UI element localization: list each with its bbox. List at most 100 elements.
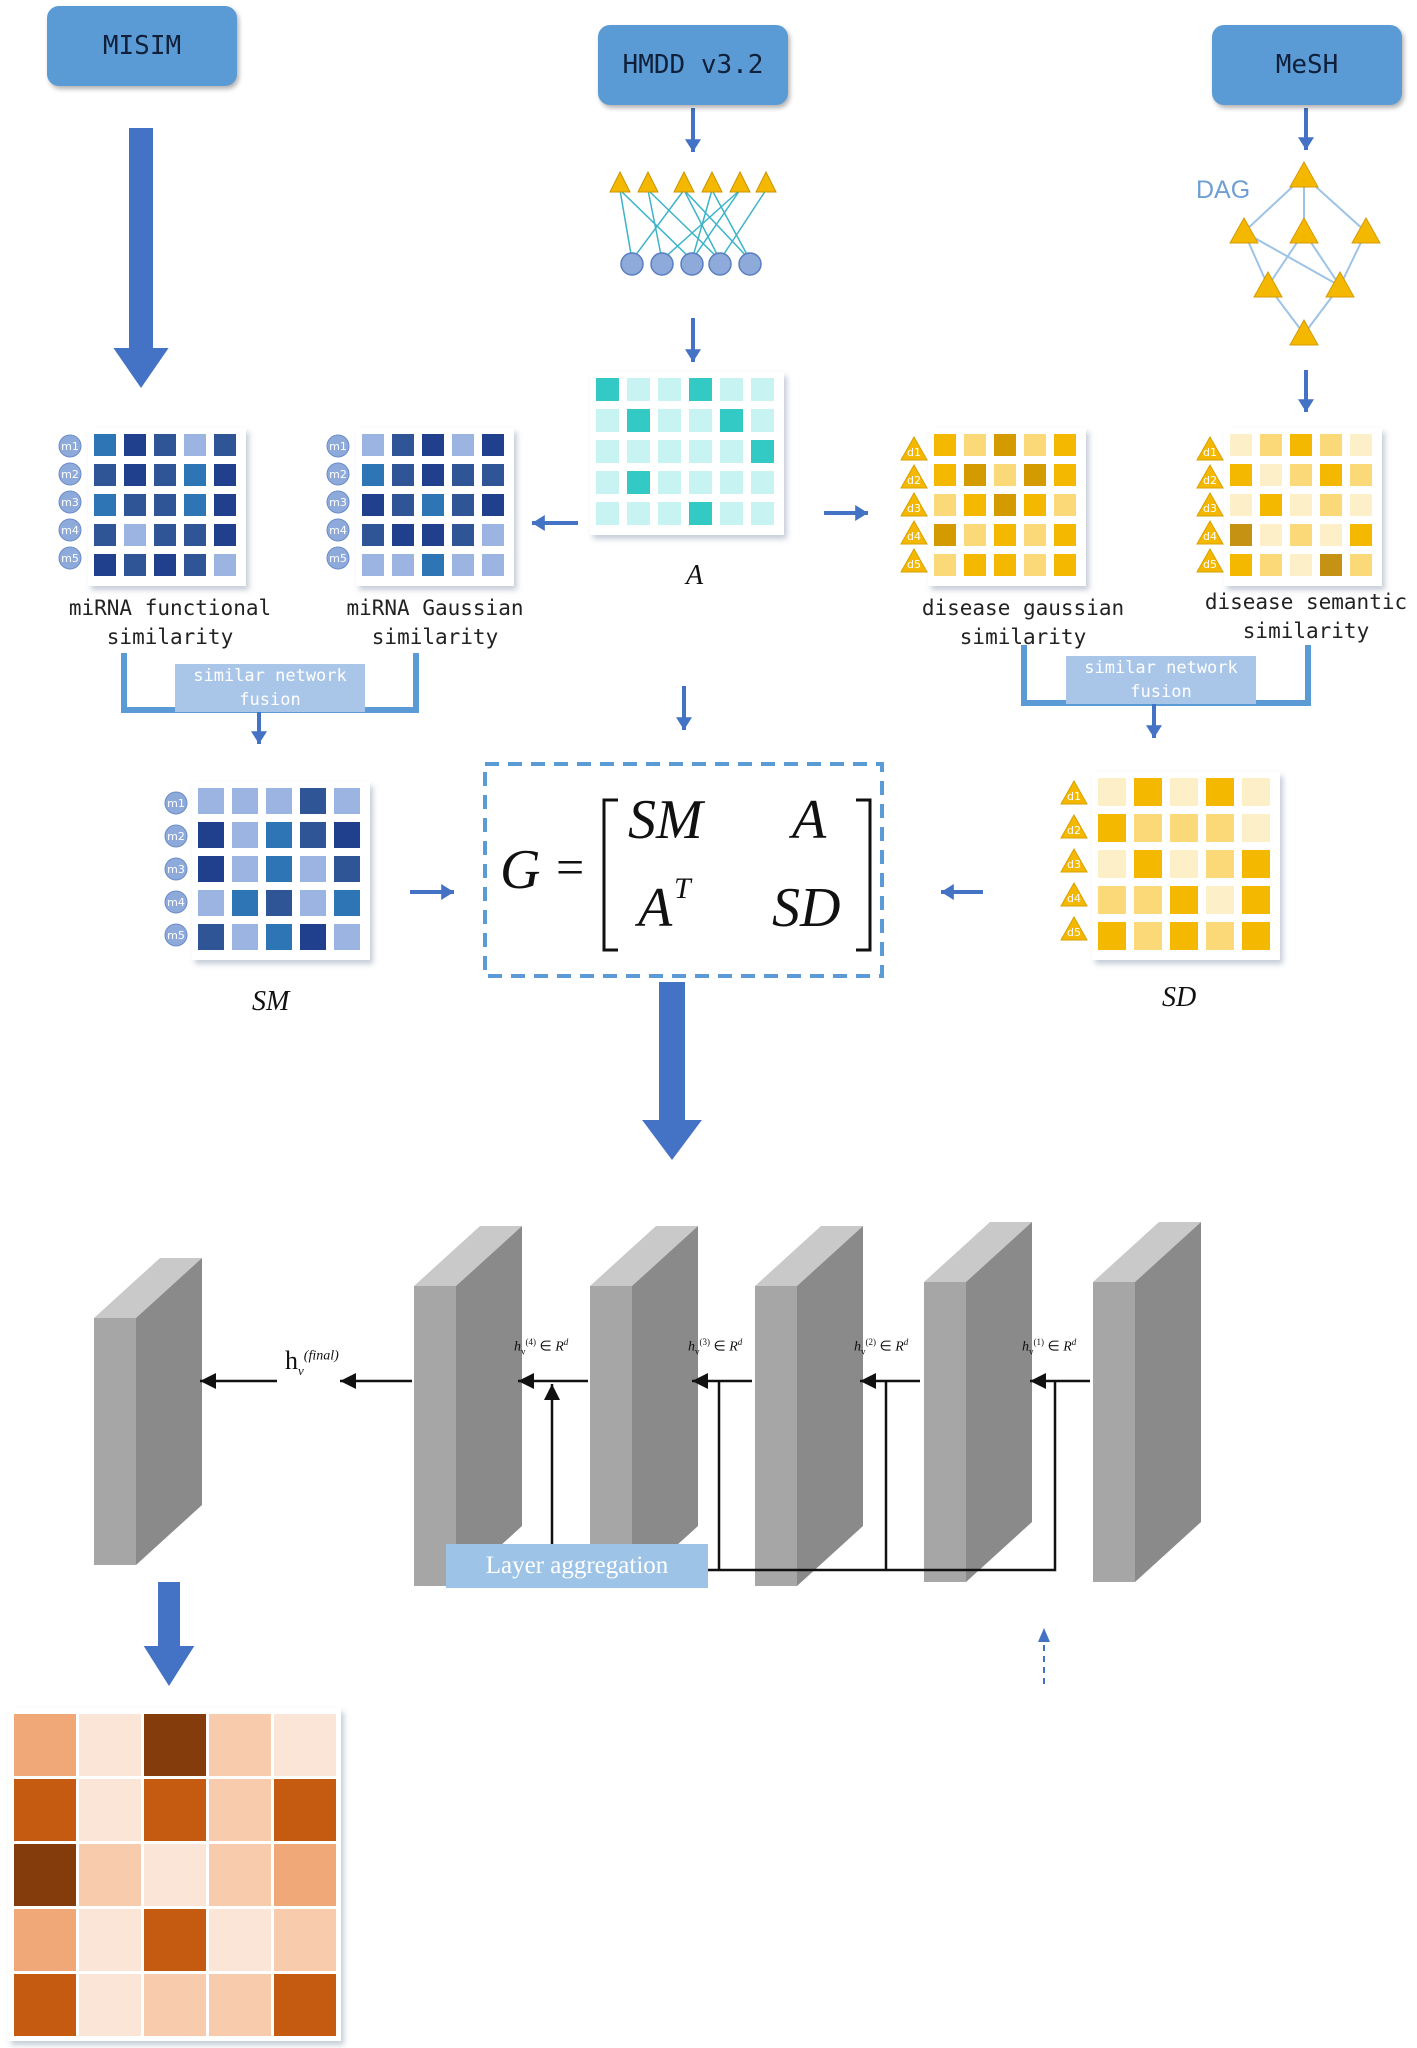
layer-3-sup: (3): [699, 1337, 711, 1347]
mirna-functional-row-label-text: m2: [61, 468, 79, 481]
mirna-functional-row-label-circle: [58, 546, 82, 570]
sd-matrix-cell: [1098, 814, 1126, 842]
mirna-functional-label-line1: miRNA functional: [68, 596, 272, 620]
mirna-functional-matrix-cell: [154, 554, 176, 576]
mirna-gaussian-row-label-circle: [326, 518, 350, 542]
mirna-gaussian-matrix-cell: [452, 524, 474, 546]
disease-semantic-matrix-cell: [1350, 494, 1372, 516]
sm-row-label-text: m2: [167, 830, 185, 843]
dag-down-arrow-head: [1298, 399, 1314, 412]
result-matrix-cell: [14, 1714, 76, 1776]
sm-matrix-cell: [266, 890, 292, 916]
bipartite-edge: [711, 189, 751, 261]
layer-2-sup: (2): [865, 1337, 877, 1347]
dashed-arrow-head: [1038, 1628, 1050, 1642]
disease-semantic-row-label-text: d4: [1203, 530, 1217, 543]
disease-semantic-matrix-cell: [1350, 434, 1372, 456]
layer-1-label: hv(1) ∈ Rd: [1022, 1337, 1077, 1357]
association-matrix-cell: [689, 502, 712, 525]
disease-gaussian-label: disease gaussian similarity: [918, 594, 1128, 652]
mirna-functional-matrix-cell: [154, 494, 176, 516]
mirna-functional-row-label-text: m1: [61, 440, 79, 453]
sm-matrix-cell: [300, 856, 326, 882]
mirna-gaussian-row-label-text: m5: [329, 552, 347, 565]
a-to-disease-arrow-head: [855, 505, 868, 521]
sd-matrix-cell: [1098, 850, 1126, 878]
center-big-arrow-head: [642, 1120, 702, 1160]
mirna-gaussian-matrix-cell: [482, 524, 504, 546]
disease-gaussian-matrix-cell: [994, 434, 1016, 456]
disease-semantic-matrix-cell: [1260, 494, 1282, 516]
dag-edge: [1243, 231, 1341, 287]
disease-semantic-matrix-cell: [1350, 464, 1372, 486]
disease-semantic-row-label-text: d3: [1203, 502, 1217, 515]
sd-matrix-cell: [1206, 850, 1234, 878]
disease-gaussian-label-line2: similarity: [959, 625, 1087, 649]
association-matrix-cell: [751, 440, 774, 463]
mirna-gaussian-matrix-cell: [362, 464, 384, 486]
arrow-layer2-head: [860, 1373, 876, 1389]
association-matrix-cell: [751, 378, 774, 401]
disease-semantic-matrix-cell: [1260, 464, 1282, 486]
mirna-functional-matrix-cell: [184, 494, 206, 516]
result-matrix-cell: [274, 1844, 336, 1906]
sd-row-label-text: d1: [1067, 790, 1081, 803]
disease-semantic-matrix-cell: [1230, 464, 1252, 486]
sd-matrix-cell: [1134, 886, 1162, 914]
mirna-gaussian-row-label-circle: [326, 434, 350, 458]
mirna-gaussian-matrix-cell: [392, 524, 414, 546]
bipartite-mirna-node: [650, 252, 674, 276]
layer-4-label: hv(4) ∈ Rd: [514, 1337, 569, 1357]
bipartite-edge: [647, 189, 721, 261]
association-matrix-cell: [627, 440, 650, 463]
sd-row-label-triangle: [1060, 813, 1088, 839]
equation-lhs: G: [500, 839, 541, 901]
result-matrix-cell: [144, 1714, 206, 1776]
result-big-arrow: [143, 1582, 195, 1686]
layer-aggregation-box: Layer aggregation: [446, 1544, 708, 1588]
result-big-arrow-shaft: [158, 1582, 180, 1646]
disease-semantic-matrix-cell: [1230, 554, 1252, 576]
sd-matrix-cell: [1242, 778, 1270, 806]
disease-semantic-matrix-cell: [1260, 524, 1282, 546]
disease-semantic-row-label-triangle: [1196, 547, 1224, 573]
input-layer-slab-top: [1093, 1222, 1201, 1282]
layer-slab-3: [590, 1226, 698, 1586]
disease-gaussian-row-label-text: d2: [907, 474, 921, 487]
mirna-gaussian-matrix-cell: [422, 554, 444, 576]
mirna-functional-matrix-cell: [214, 524, 236, 546]
arrow-layer1-head: [1030, 1373, 1046, 1389]
misim-big-arrow: [113, 128, 169, 388]
input-layer-slab-front: [1093, 1282, 1135, 1582]
mirna-gaussian-matrix-cell: [392, 464, 414, 486]
sm-matrix-cell: [232, 924, 258, 950]
input-layer-slab: [1093, 1222, 1201, 1582]
sm-matrix-cell: [232, 788, 258, 814]
disease-gaussian-row-label-text: d3: [907, 502, 921, 515]
mirna-functional-matrix-cell: [94, 434, 116, 456]
mirna-functional-matrix-cell: [94, 554, 116, 576]
disease-gaussian-matrix-cell: [1024, 464, 1046, 486]
disease-gaussian-row-label-triangle: [900, 491, 928, 517]
mirna-gaussian-label: miRNA Gaussian similarity: [335, 594, 535, 652]
sd-matrix-cell: [1242, 814, 1270, 842]
disease-gaussian-matrix-cell: [934, 494, 956, 516]
misim-source-box: MISIM: [47, 6, 237, 86]
equation-equals: =: [556, 839, 585, 895]
output-layer-slab-side: [136, 1258, 202, 1565]
layer-2-h: h: [854, 1339, 861, 1355]
disease-gaussian-matrix-cell: [934, 434, 956, 456]
equation-right-bracket: [856, 798, 872, 952]
association-matrix-cell: [689, 440, 712, 463]
sd-matrix-cell: [1134, 850, 1162, 878]
sm-matrix-cell: [334, 788, 360, 814]
association-matrix-cell: [596, 409, 619, 432]
layer-slab-3-top: [590, 1226, 698, 1286]
dag-label: DAG: [1196, 176, 1251, 204]
bipartite-edge: [619, 189, 633, 261]
sm-row-label-text: m4: [167, 896, 185, 909]
disease-semantic-label: disease semantic similarity: [1196, 588, 1416, 646]
bipartite-mirna-node: [620, 252, 644, 276]
